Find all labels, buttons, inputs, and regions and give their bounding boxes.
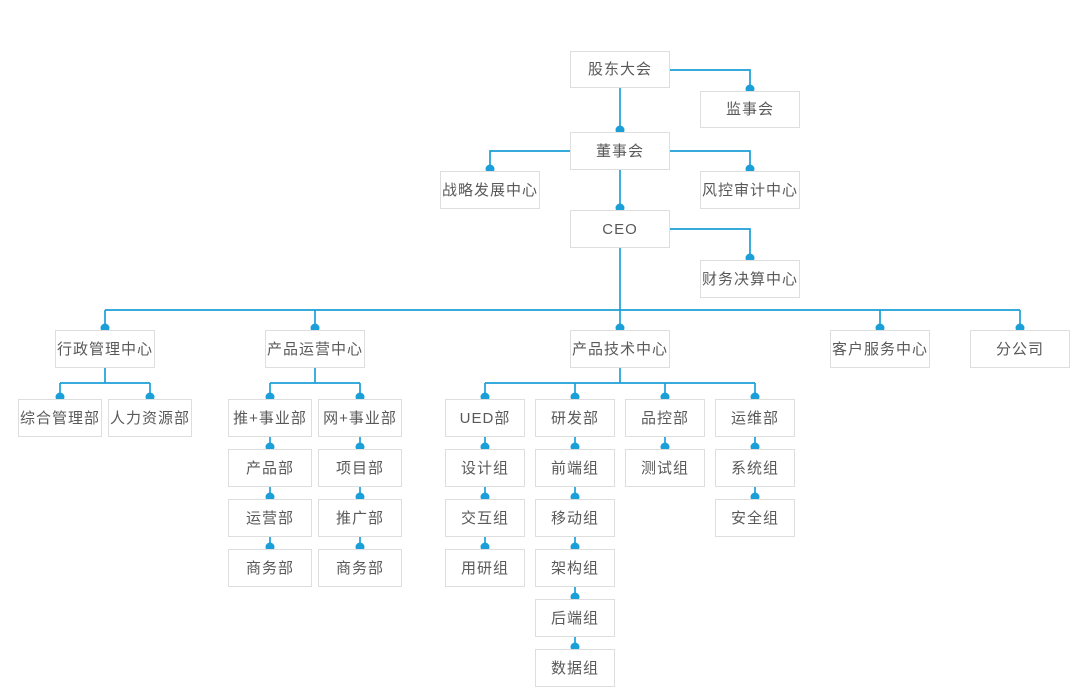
org-node-ceo: CEO bbox=[570, 210, 670, 248]
connector-line bbox=[670, 150, 751, 171]
org-node-business-dept-2: 商务部 bbox=[318, 549, 402, 587]
org-node-product-tech-center: 产品技术中心 bbox=[570, 330, 670, 368]
org-node-qc-dept: 品控部 bbox=[625, 399, 705, 437]
org-node-promotion-dept: 推广部 bbox=[318, 499, 402, 537]
org-node-rd-dept: 研发部 bbox=[535, 399, 615, 437]
org-node-testing-group: 测试组 bbox=[625, 449, 705, 487]
org-node-architecture-group: 架构组 bbox=[535, 549, 615, 587]
org-node-security-group: 安全组 bbox=[715, 499, 795, 537]
connector-line bbox=[670, 228, 751, 260]
org-node-customer-service-center: 客户服务中心 bbox=[830, 330, 930, 368]
org-node-mobile-group: 移动组 bbox=[535, 499, 615, 537]
org-node-project-dept: 项目部 bbox=[318, 449, 402, 487]
org-node-branch-company: 分公司 bbox=[970, 330, 1070, 368]
org-node-ued-dept: UED部 bbox=[445, 399, 525, 437]
org-node-risk-audit-center: 风控审计中心 bbox=[700, 171, 800, 209]
org-node-user-research-group: 用研组 bbox=[445, 549, 525, 587]
org-node-tui-business-unit: 推+事业部 bbox=[228, 399, 312, 437]
org-node-design-group: 设计组 bbox=[445, 449, 525, 487]
connector-line bbox=[489, 150, 570, 171]
org-node-product-dept: 产品部 bbox=[228, 449, 312, 487]
org-node-supervisory-board: 监事会 bbox=[700, 91, 800, 128]
org-node-strategy-center: 战略发展中心 bbox=[440, 171, 540, 209]
org-node-interaction-group: 交互组 bbox=[445, 499, 525, 537]
org-node-admin-center: 行政管理中心 bbox=[55, 330, 155, 368]
org-node-operations-dept: 运营部 bbox=[228, 499, 312, 537]
connector-line bbox=[670, 69, 751, 91]
org-node-general-admin-dept: 综合管理部 bbox=[18, 399, 102, 437]
org-node-system-group: 系统组 bbox=[715, 449, 795, 487]
org-node-frontend-group: 前端组 bbox=[535, 449, 615, 487]
org-node-hr-dept: 人力资源部 bbox=[108, 399, 192, 437]
org-node-board-of-directors: 董事会 bbox=[570, 132, 670, 170]
org-node-ops-maintenance-dept: 运维部 bbox=[715, 399, 795, 437]
org-node-shareholders-meeting: 股东大会 bbox=[570, 51, 670, 88]
org-node-product-ops-center: 产品运营中心 bbox=[265, 330, 365, 368]
org-node-finance-center: 财务决算中心 bbox=[700, 260, 800, 298]
org-node-wang-business-unit: 网+事业部 bbox=[318, 399, 402, 437]
org-node-business-dept-1: 商务部 bbox=[228, 549, 312, 587]
org-node-data-group: 数据组 bbox=[535, 649, 615, 687]
org-node-backend-group: 后端组 bbox=[535, 599, 615, 637]
